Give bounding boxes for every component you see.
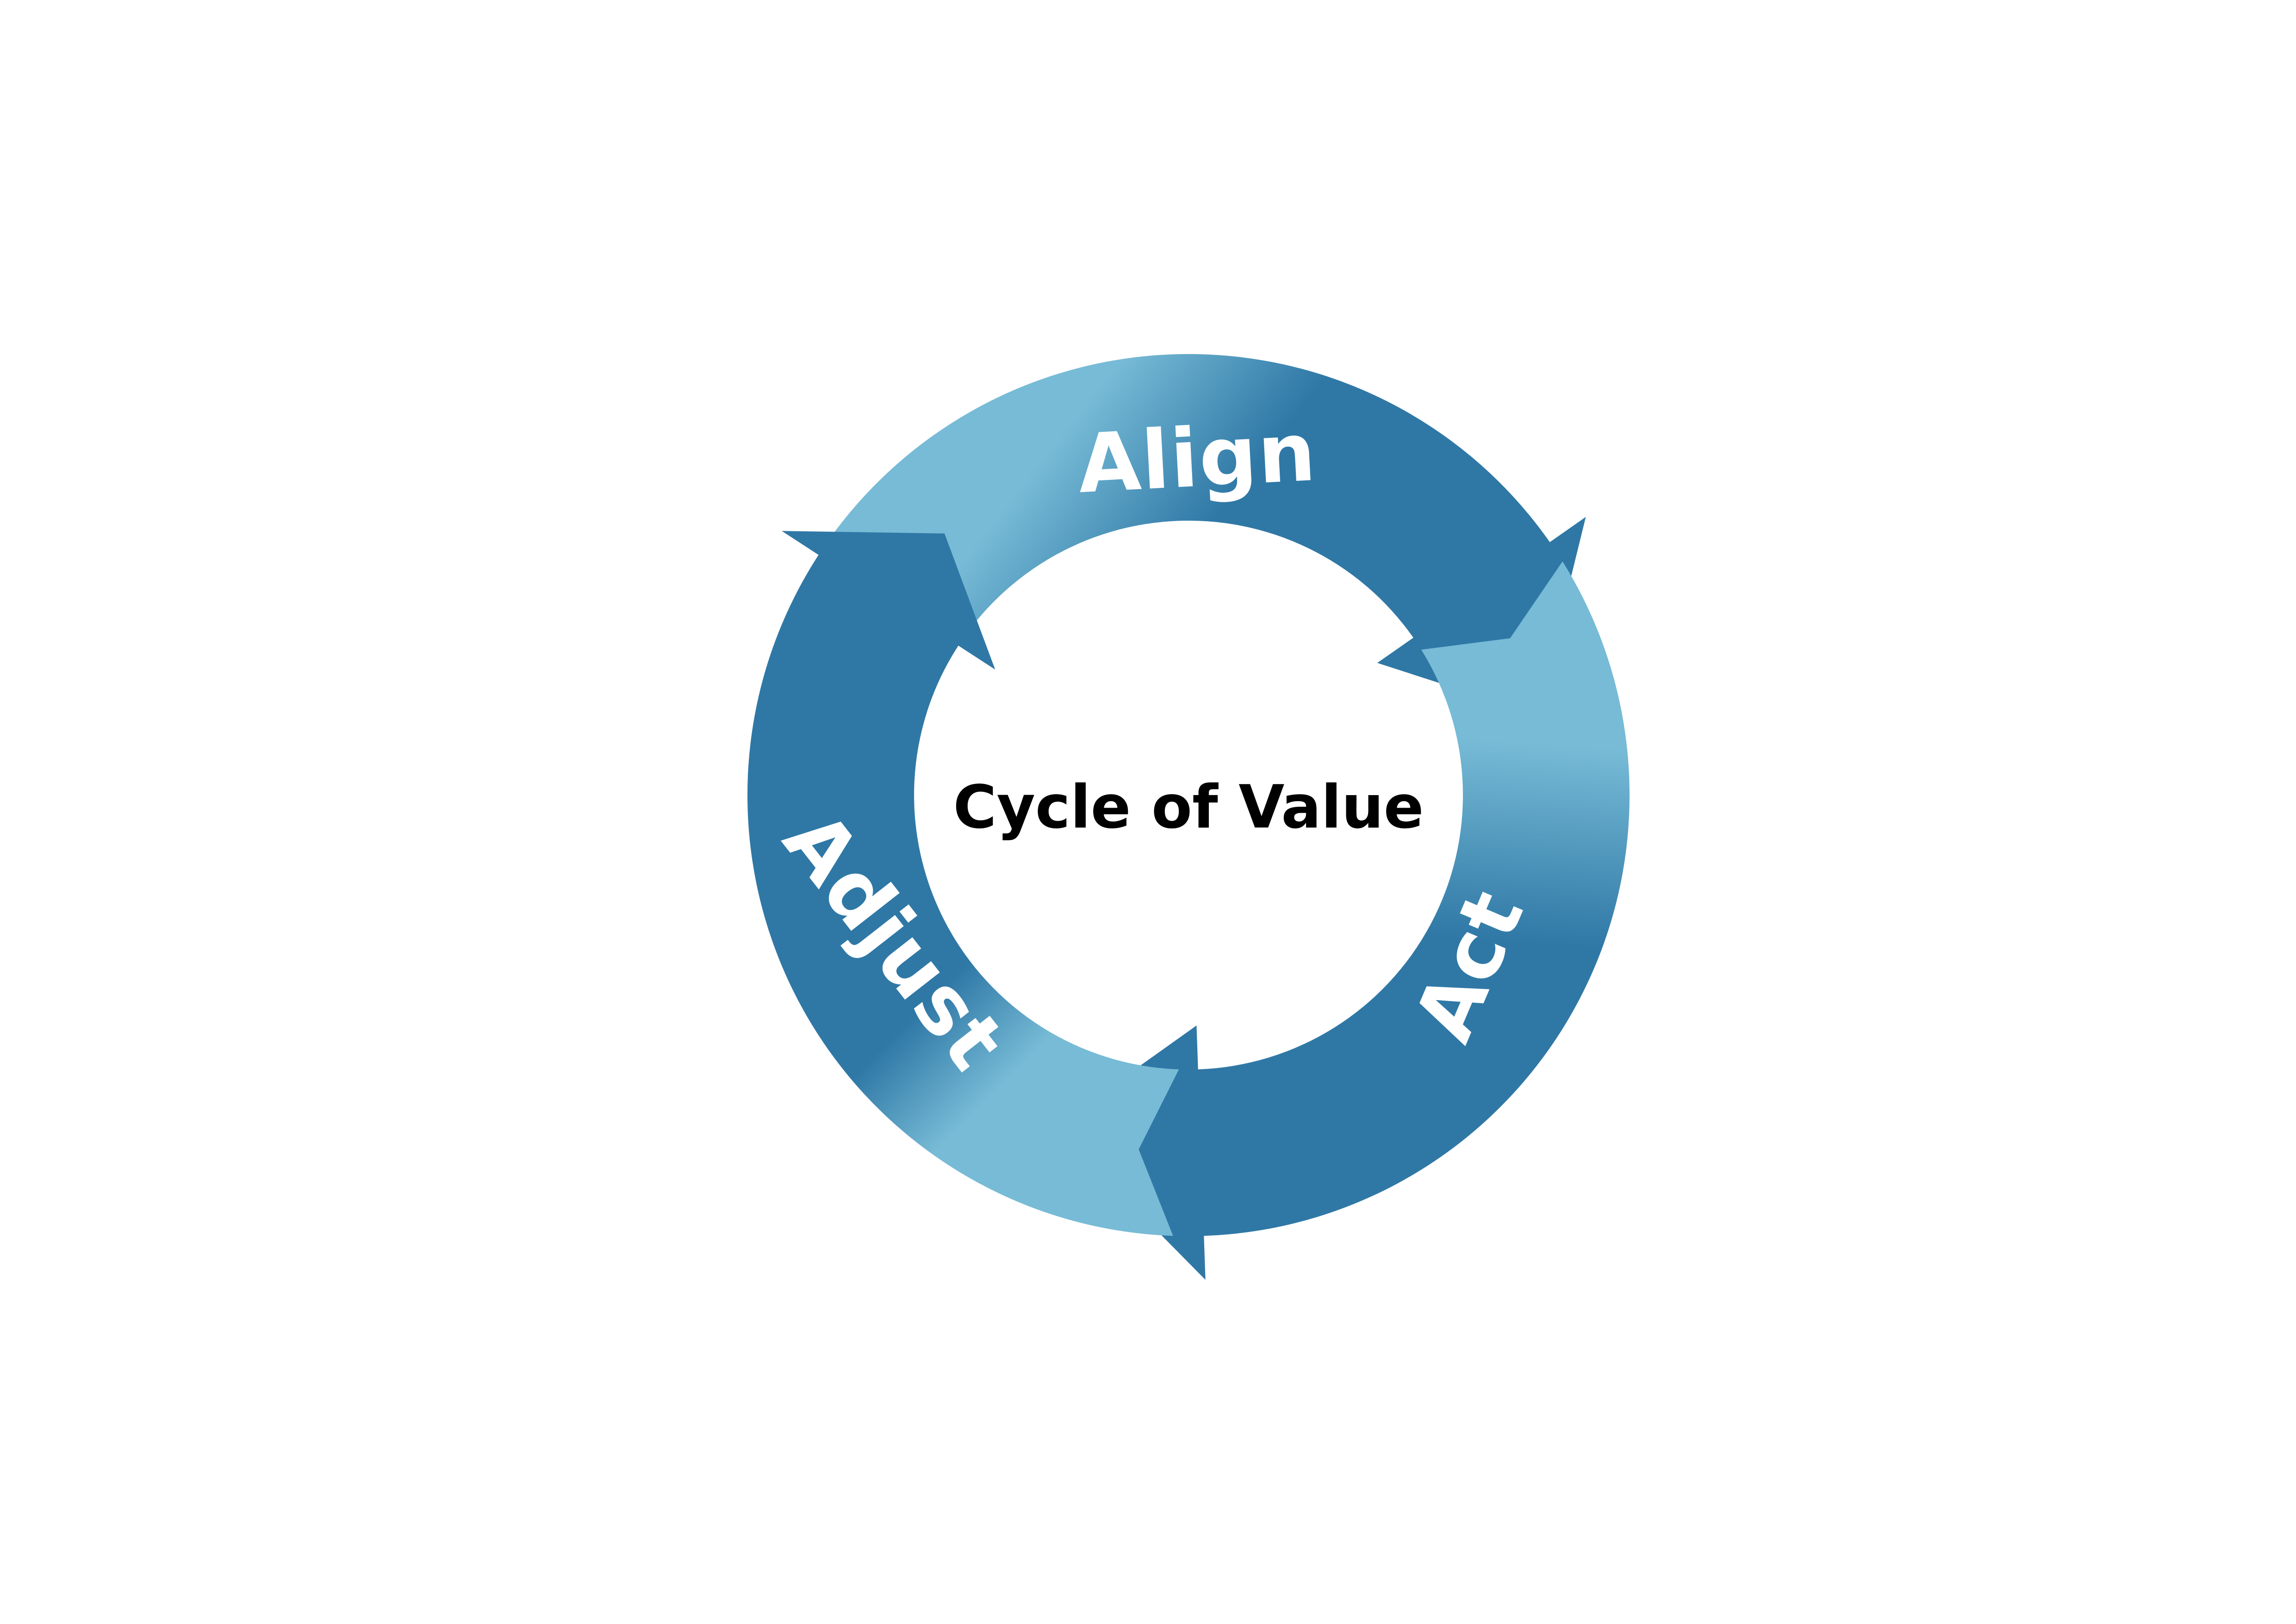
arrow-adjust-shape [747,531,1179,1236]
arrow-adjust: Adjust [747,531,1179,1236]
arrow-align-shape [799,354,1586,715]
arrow-act-shape [1054,561,1630,1280]
arrow-align: Align [799,354,1586,715]
stage-label-align: Align [1076,405,1319,512]
center-title: Cycle of Value [953,773,1424,842]
